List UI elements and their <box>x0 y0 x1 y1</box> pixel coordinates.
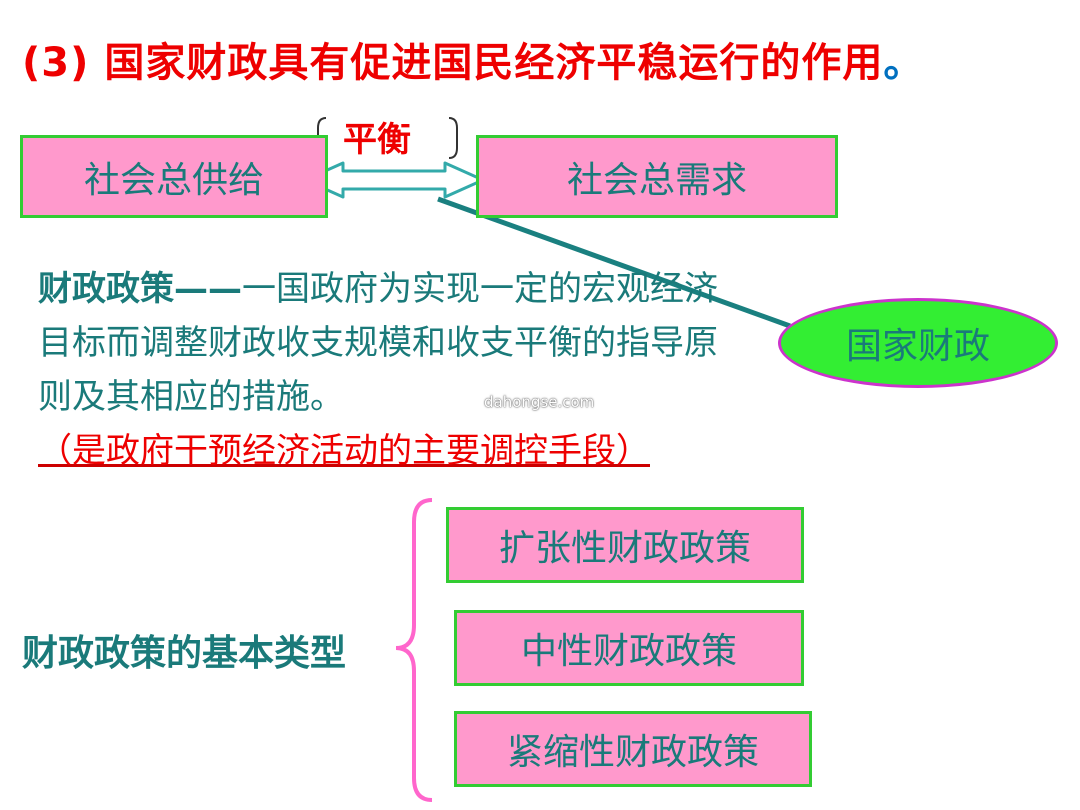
contractionary-policy-box: 紧缩性财政政策 <box>454 711 812 787</box>
neutral-policy-box: 中性财政政策 <box>454 610 804 686</box>
types-curly-brace <box>395 498 433 802</box>
policy-types-label: 财政政策的基本类型 <box>22 633 347 674</box>
expansionary-policy-box: 扩张性财政政策 <box>446 507 804 583</box>
aggregate-supply-box: 社会总供给 <box>20 135 328 218</box>
balance-right-bracket <box>448 117 458 159</box>
double-arrow <box>303 161 485 199</box>
aggregate-demand-box: 社会总需求 <box>476 135 838 218</box>
definition-note: （是政府干预经济活动的主要调控手段） <box>38 431 650 471</box>
title-text: (3) 国家财政具有促进国民经济平稳运行的作用 <box>22 40 884 86</box>
connector-line <box>437 196 791 329</box>
balance-label: 平衡 <box>343 120 411 160</box>
definition-body: 一国政府为实现一定的宏观经济目标而调整财政收支规模和收支平衡的指导原则及其相应的… <box>38 269 718 417</box>
definition-term: 财政政策—— <box>38 269 242 309</box>
state-finance-ellipse: 国家财政 <box>778 298 1058 388</box>
watermark-text: dahongse.com <box>484 393 595 411</box>
title-period: 。 <box>883 40 925 86</box>
slide-title: (3) 国家财政具有促进国民经济平稳运行的作用。 <box>22 30 924 88</box>
fiscal-policy-definition: 财政政策——一国政府为实现一定的宏观经济目标而调整财政收支规模和收支平衡的指导原… <box>38 262 738 478</box>
